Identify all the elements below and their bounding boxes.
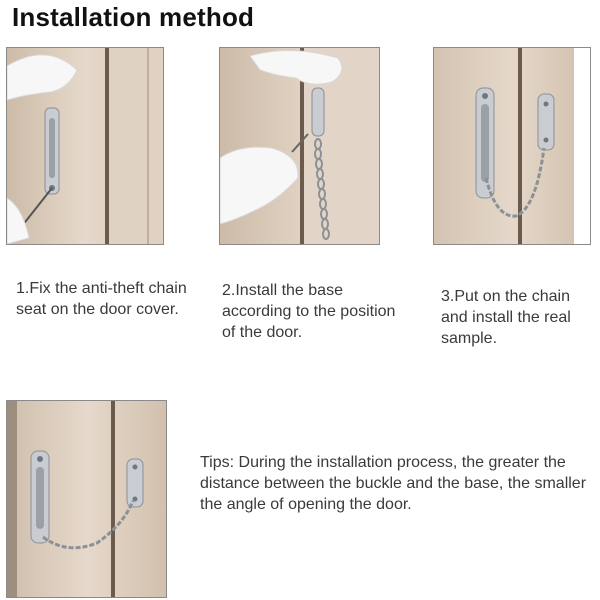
step-3-photo <box>433 47 591 245</box>
step-1-photo <box>6 47 164 245</box>
tips-photo <box>6 400 167 598</box>
step-2-caption: 2.Install the base according to the posi… <box>222 282 396 341</box>
step-1-caption: 1.Fix the anti-theft chain seat on the d… <box>16 280 187 318</box>
step-3-caption: 3.Put on the chain and install the real … <box>441 288 571 347</box>
page-title: Installation method <box>12 2 255 32</box>
step-2-photo <box>219 47 380 245</box>
tips-text: Tips: During the installation process, t… <box>200 454 587 513</box>
